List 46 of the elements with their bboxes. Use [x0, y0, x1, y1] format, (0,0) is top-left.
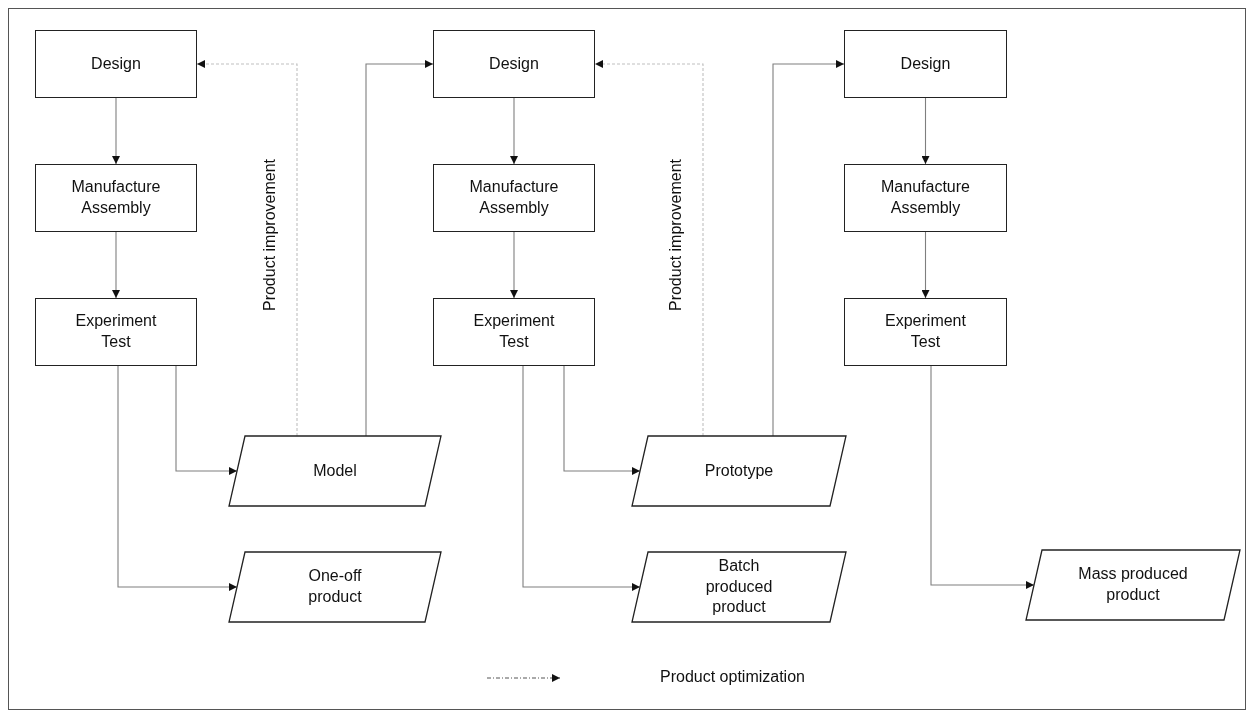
node-label: Experiment Test — [74, 311, 158, 352]
process-box — [433, 30, 595, 98]
output-parallelogram — [632, 436, 846, 506]
process-box — [433, 298, 595, 366]
process-box — [844, 164, 1007, 232]
arrow — [117, 365, 238, 591]
output-parallelogram — [229, 436, 441, 506]
arrow — [112, 231, 120, 299]
node-label: Design — [899, 53, 952, 74]
arrow — [510, 231, 518, 299]
process-box — [844, 298, 1007, 366]
node-label: Model — [312, 460, 358, 481]
arrow — [772, 60, 845, 437]
node-label: Design — [488, 53, 540, 74]
output-parallelogram — [1026, 550, 1240, 620]
node-label: One-off product — [307, 566, 363, 607]
output-parallelogram — [632, 552, 846, 622]
process-box — [35, 298, 197, 366]
process-box — [433, 164, 595, 232]
output-parallelogram — [229, 552, 441, 622]
arrow — [522, 365, 641, 591]
node-label: Manufacture Assembly — [468, 177, 560, 218]
node-label: Manufacture Assembly — [880, 177, 971, 218]
edge-label: Product improvement — [261, 158, 279, 312]
node-label: Design — [90, 53, 142, 74]
node-label: Mass produced product — [1077, 564, 1189, 605]
legend-label: Product optimization — [660, 668, 805, 686]
arrow — [510, 97, 518, 165]
arrow — [921, 97, 930, 165]
node-label: Prototype — [703, 460, 775, 481]
arrow — [196, 60, 298, 437]
process-box — [35, 164, 197, 232]
arrow — [930, 365, 1035, 589]
node-label: Batch produced product — [704, 555, 774, 618]
arrow — [112, 97, 120, 165]
process-box — [35, 30, 197, 98]
arrow — [921, 231, 930, 299]
arrow — [365, 60, 434, 437]
process-box — [844, 30, 1007, 98]
edge-label: Product improvement — [667, 158, 685, 312]
arrow — [594, 60, 704, 437]
node-label: Experiment Test — [884, 311, 967, 352]
node-label: Manufacture Assembly — [70, 177, 162, 218]
node-label: Experiment Test — [472, 311, 556, 352]
arrow — [563, 365, 641, 475]
arrow — [175, 365, 238, 475]
